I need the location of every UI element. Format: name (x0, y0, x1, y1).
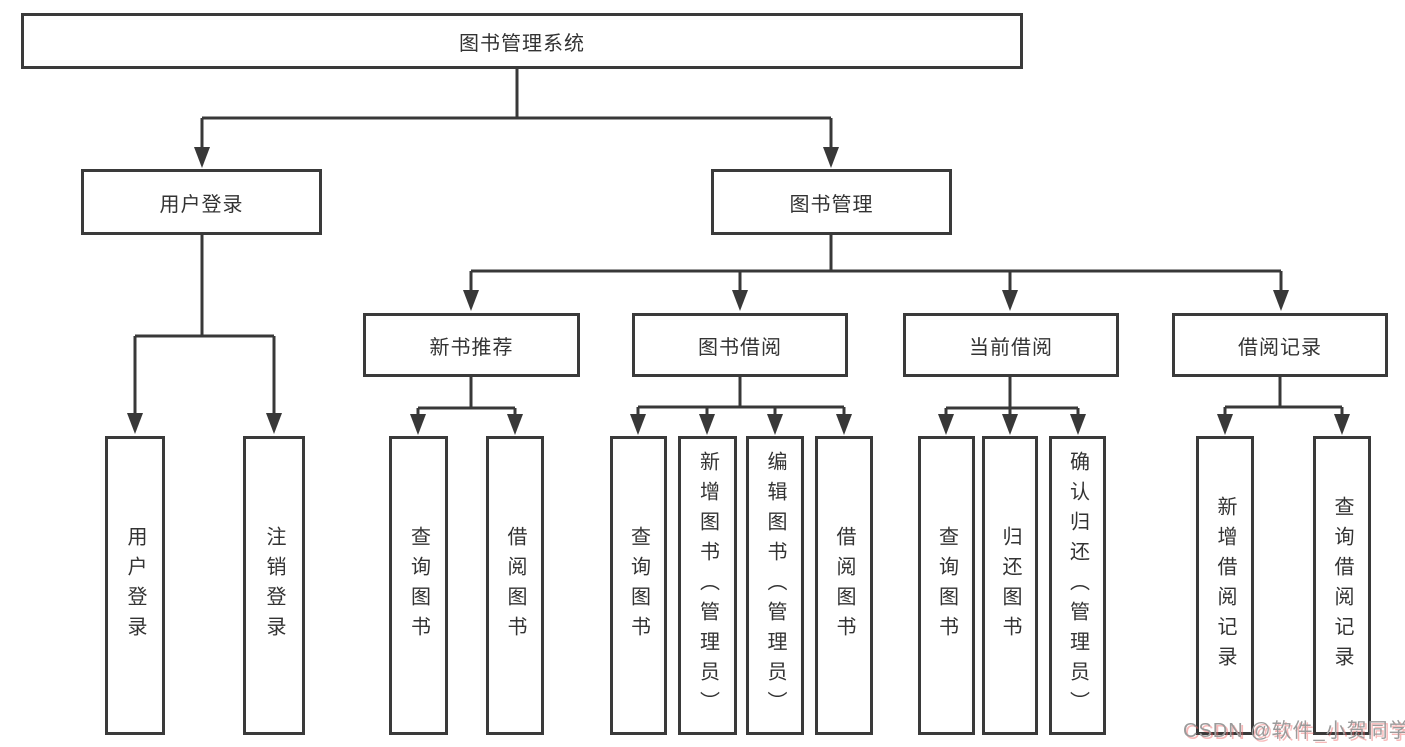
node-book-borrow-label: 图书借阅 (698, 336, 782, 359)
node-book-management: 图书管理 (711, 169, 952, 235)
leaf-logout: 注销登录 (243, 436, 305, 735)
leaf-confirm-return-admin: 确认归还（管理员） (1049, 436, 1106, 735)
leaf-return-book-label: 归还图书 (999, 525, 1021, 646)
leaf-user-login-label: 用户登录 (124, 525, 146, 646)
leaf-confirm-return-admin-label: 确认归还（管理员） (1066, 450, 1089, 721)
leaf-query-books-borrow-label: 查询图书 (627, 525, 650, 646)
leaf-query-books-current: 查询图书 (918, 436, 975, 735)
leaf-add-book-admin-label: 新增图书（管理员） (696, 450, 719, 721)
leaf-query-books-current-label: 查询图书 (935, 525, 958, 646)
leaf-edit-book-admin: 编辑图书（管理员） (746, 436, 804, 735)
leaf-add-borrow-record-label: 新增借阅记录 (1214, 495, 1236, 676)
node-root-system-label: 图书管理系统 (459, 32, 585, 55)
csdn-watermark: CSDN @软件_小贺同学 (1183, 720, 1405, 742)
leaf-user-login: 用户登录 (105, 436, 165, 735)
leaf-query-books-borrow: 查询图书 (610, 436, 667, 735)
node-current-borrow: 当前借阅 (903, 313, 1119, 377)
node-borrow-records-label: 借阅记录 (1238, 336, 1322, 359)
node-book-management-label: 图书管理 (789, 193, 874, 216)
leaf-query-books-recommend: 查询图书 (389, 436, 448, 735)
leaf-add-borrow-record: 新增借阅记录 (1196, 436, 1254, 735)
leaf-query-borrow-record-label: 查询借阅记录 (1331, 495, 1353, 676)
node-root-system: 图书管理系统 (21, 13, 1023, 69)
leaf-query-borrow-record: 查询借阅记录 (1313, 436, 1371, 735)
node-user-login-label: 用户登录 (159, 193, 244, 216)
node-new-book-recommend-label: 新书推荐 (429, 336, 514, 359)
leaf-logout-label: 注销登录 (263, 525, 285, 646)
leaf-borrow-books-recommend-label: 借阅图书 (504, 525, 526, 646)
leaf-query-books-recommend-label: 查询图书 (407, 525, 430, 646)
leaf-borrow-books-recommend: 借阅图书 (486, 436, 544, 735)
leaf-add-book-admin: 新增图书（管理员） (678, 436, 737, 735)
leaf-borrow-books-2-label: 借阅图书 (833, 525, 855, 646)
node-user-login: 用户登录 (81, 169, 322, 235)
node-new-book-recommend: 新书推荐 (363, 313, 580, 377)
leaf-return-book: 归还图书 (982, 436, 1038, 735)
node-borrow-records: 借阅记录 (1172, 313, 1388, 377)
node-current-borrow-label: 当前借阅 (969, 336, 1053, 359)
leaf-borrow-books-2: 借阅图书 (815, 436, 873, 735)
node-book-borrow: 图书借阅 (632, 313, 848, 377)
leaf-edit-book-admin-label: 编辑图书（管理员） (764, 450, 786, 721)
